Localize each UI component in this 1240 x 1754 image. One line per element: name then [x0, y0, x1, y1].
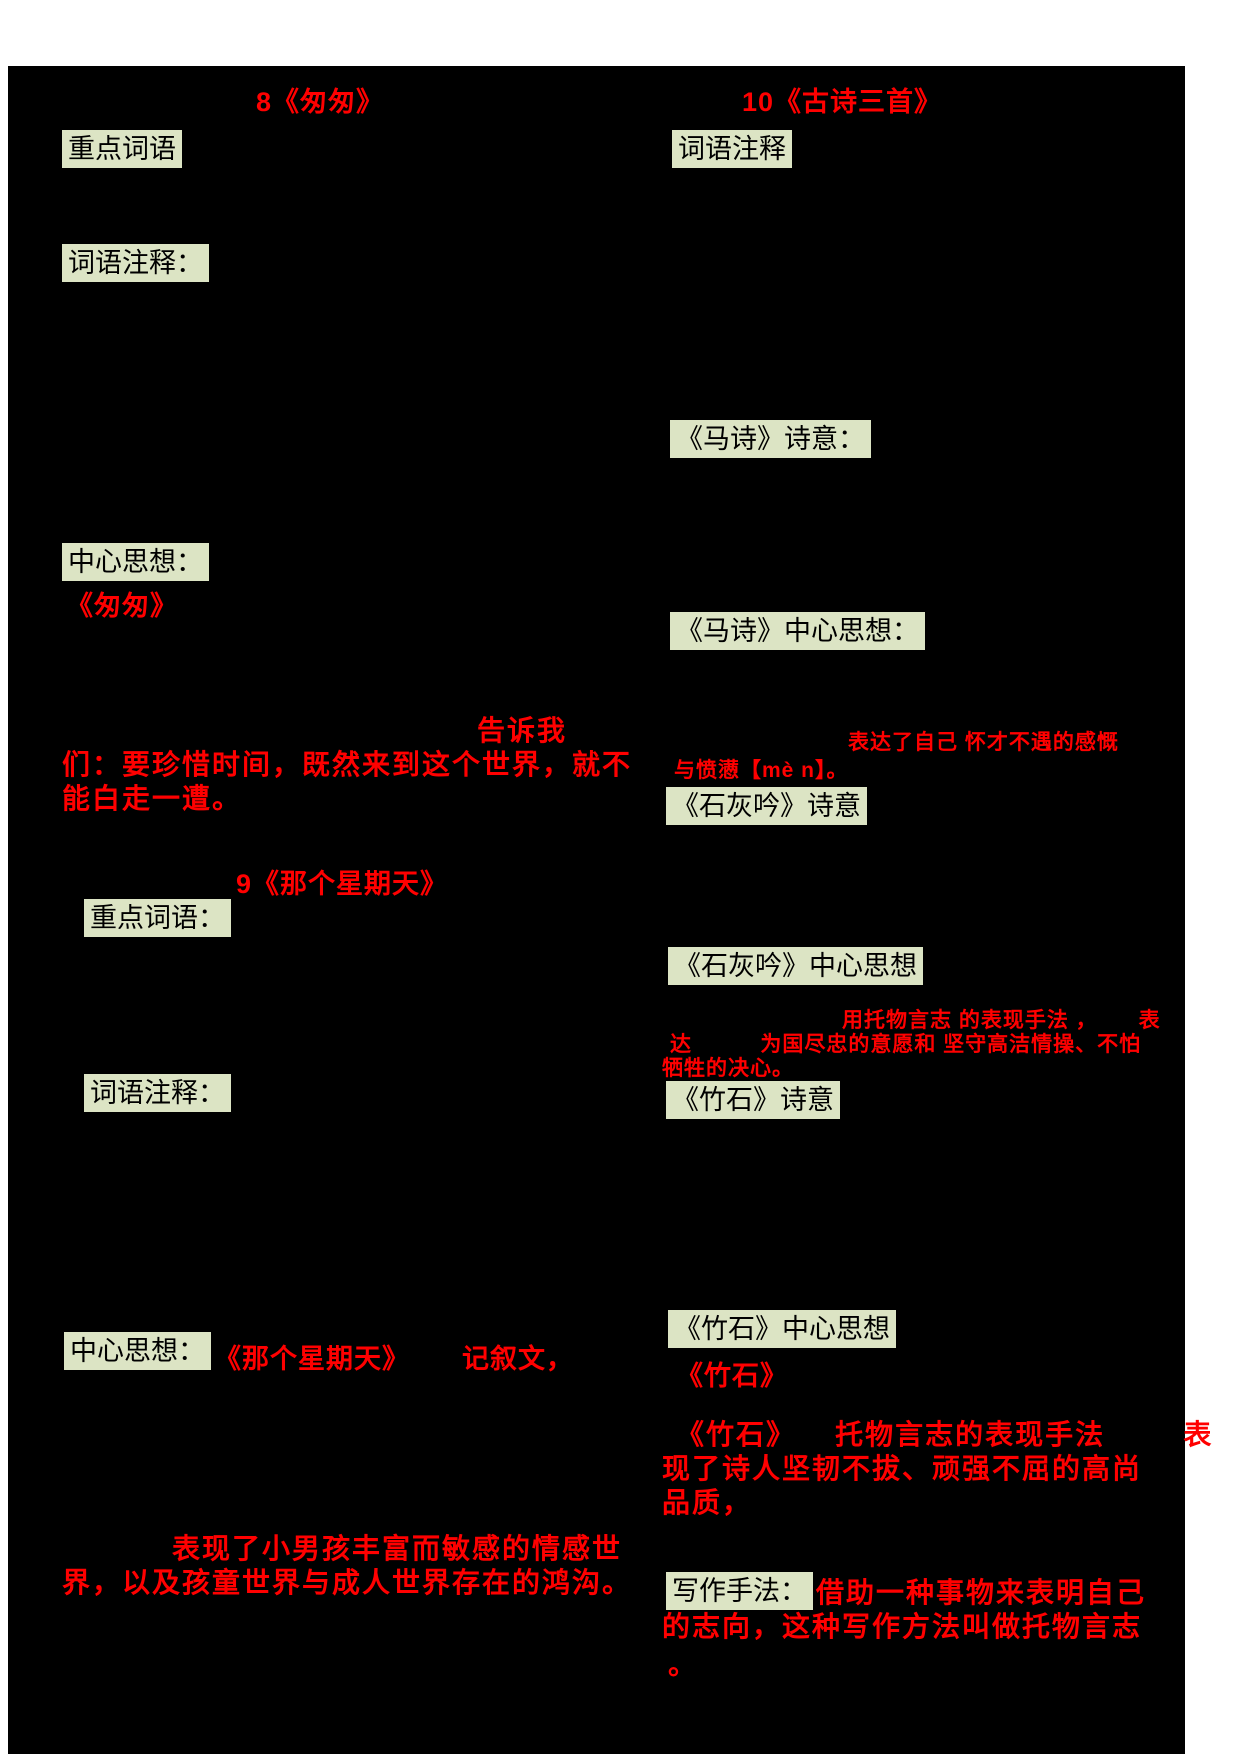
zhushi-idea-line: 现了诗人坚韧不拔、顽强不屈的高尚: [662, 1453, 1143, 1484]
section9-central-idea-label: 中心思想：: [64, 1332, 211, 1371]
mashi-idea-line: 与愤懑【mè n】。: [674, 759, 849, 782]
section8-idea-line: 能白走一遭。: [62, 783, 243, 814]
shihuiyin-idea-line: 用托物言志 的表现手法 ， 表: [842, 1009, 1161, 1032]
section8-notes-label: 词语注释：: [62, 244, 209, 283]
section9-notes-label: 词语注释：: [84, 1074, 231, 1113]
section10-notes-label: 词语注释: [672, 130, 792, 169]
shihuiyin-idea-line: 达 为国尽忠的意愿和 坚守高洁情操、不怕: [670, 1033, 1142, 1056]
mashi-meaning-label: 《马诗》诗意：: [670, 420, 871, 459]
section8-keywords-label: 重点词语: [62, 130, 182, 169]
zhushi-idea-line: 品质，: [662, 1487, 753, 1518]
zhushi-meaning-label: 《竹石》诗意: [666, 1081, 840, 1120]
section9-idea-line: 表现了小男孩丰富而敏感的情感世: [172, 1533, 623, 1564]
writing-technique-line: 。: [668, 1649, 699, 1680]
section9-title: 《那个星期天》: [214, 1344, 410, 1374]
section8-idea-line: 告诉我: [477, 715, 568, 746]
section9-keywords-label: 重点词语：: [84, 899, 231, 938]
writing-technique-line: 的志向，这种写作方法叫做托物言志: [662, 1611, 1143, 1642]
zhushi-title: 《竹石》: [676, 1361, 788, 1391]
shihuiyin-idea-line: 牺牲的决心。: [662, 1057, 794, 1080]
mashi-central-idea-label: 《马诗》中心思想：: [670, 612, 925, 651]
zhushi-idea-line: 《竹石》 托物言志的表现手法 表: [676, 1419, 1214, 1450]
writing-technique-line: 借助一种事物来表明自己: [816, 1577, 1147, 1608]
section8-central-idea-label: 中心思想：: [62, 543, 209, 582]
section9-genre: 记叙文，: [462, 1344, 574, 1374]
section8-heading: 8《匆匆》: [256, 87, 385, 117]
section8-title: 《匆匆》: [66, 591, 178, 621]
shihuiyin-central-idea-label: 《石灰吟》中心思想: [668, 947, 923, 986]
section8-idea-line: 们：要珍惜时间，既然来到这个世界，就不: [62, 749, 633, 780]
zhushi-central-idea-label: 《竹石》中心思想: [668, 1310, 896, 1349]
section10-heading: 10《古诗三首》: [742, 87, 943, 117]
shihuiyin-meaning-label: 《石灰吟》诗意: [666, 787, 867, 826]
section9-idea-line: 界，以及孩童世界与成人世界存在的鸿沟。: [62, 1567, 633, 1598]
mashi-idea-line: 表达了自己 怀才不遇的感慨: [848, 731, 1119, 754]
writing-technique-label: 写作手法：: [666, 1572, 813, 1611]
section9-heading: 9《那个星期天》: [236, 869, 449, 899]
